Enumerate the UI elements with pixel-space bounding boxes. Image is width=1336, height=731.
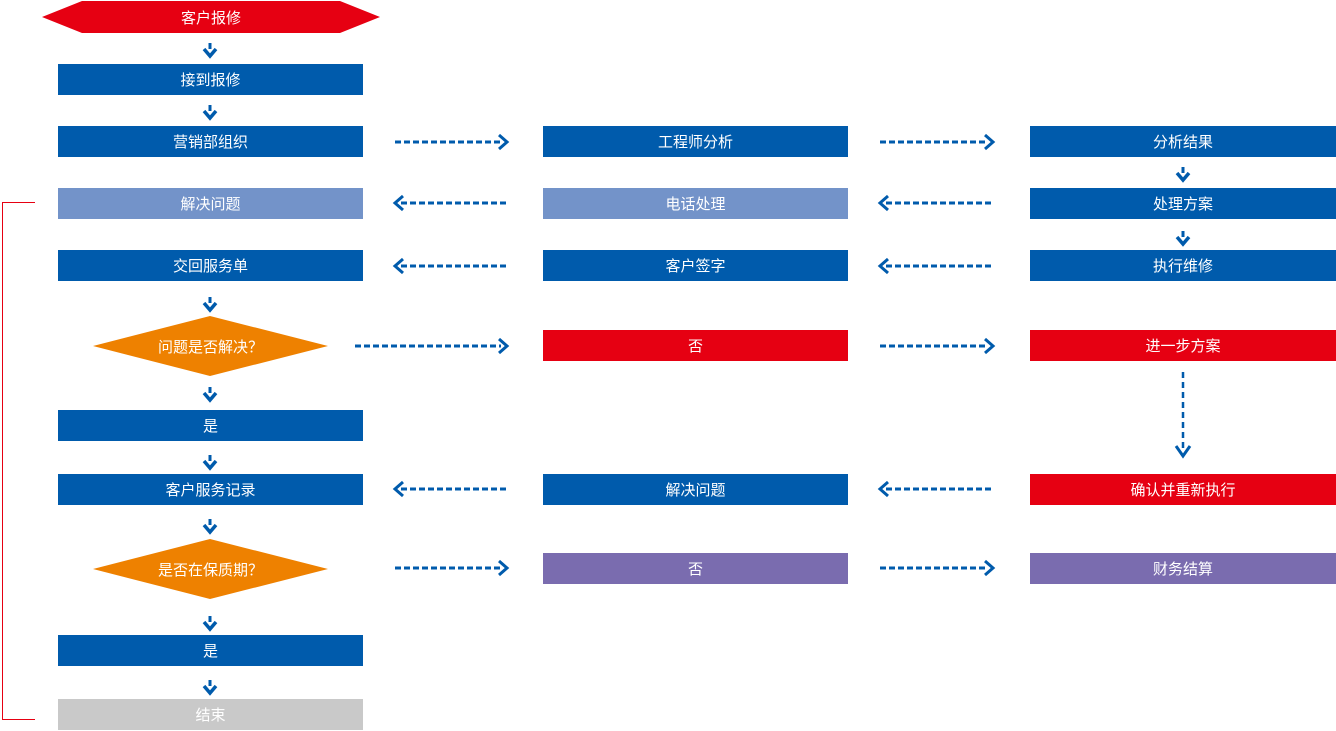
down-arrow-icon xyxy=(202,517,218,534)
marketing-box: 营销部组织 xyxy=(58,126,363,157)
end-box: 结束 xyxy=(58,699,363,730)
dashed-right-arrow-icon xyxy=(355,337,510,355)
resolve-box: 解决问题 xyxy=(58,188,363,219)
dashed-left-arrow-icon xyxy=(877,194,993,212)
execute-repair-box: 执行维修 xyxy=(1030,250,1336,281)
dashed-right-arrow-icon xyxy=(880,337,996,355)
phone-handling-box: 电话处理 xyxy=(543,188,848,219)
down-arrow-icon xyxy=(202,295,218,312)
plan-box: 处理方案 xyxy=(1030,188,1336,219)
receive-box: 接到报修 xyxy=(58,64,363,95)
further-plan-box: 进一步方案 xyxy=(1030,330,1336,361)
down-arrow-icon xyxy=(1175,229,1191,246)
dashed-right-arrow-icon xyxy=(395,133,510,151)
decision-warranty-label: 是否在保质期？ xyxy=(157,560,263,579)
down-arrow-icon xyxy=(202,614,218,631)
yes-box-1: 是 xyxy=(58,410,363,441)
no-box-1: 否 xyxy=(543,330,848,361)
engineer-analysis-box: 工程师分析 xyxy=(543,126,848,157)
down-arrow-icon xyxy=(202,385,218,402)
start-label: 客户报修 xyxy=(180,8,241,27)
middle-resolve-box: 解决问题 xyxy=(543,474,848,505)
down-arrow-icon xyxy=(202,103,218,120)
down-arrow-icon xyxy=(202,41,218,58)
down-arrow-icon xyxy=(202,453,218,470)
decision-warranty-diamond xyxy=(93,539,328,599)
dashed-down-arrow-icon xyxy=(1174,372,1192,459)
dashed-left-arrow-icon xyxy=(877,257,993,275)
financial-settlement-box: 财务结算 xyxy=(1030,553,1336,584)
dashed-left-arrow-icon xyxy=(392,194,507,212)
down-arrow-icon xyxy=(1175,165,1191,182)
dashed-right-arrow-icon xyxy=(880,133,996,151)
no-box-2: 否 xyxy=(543,553,848,584)
dashed-right-arrow-icon xyxy=(395,559,510,577)
dashed-right-arrow-icon xyxy=(880,559,996,577)
decision-resolved-diamond xyxy=(93,316,328,376)
dashed-left-arrow-icon xyxy=(877,480,993,498)
analysis-result-box: 分析结果 xyxy=(1030,126,1336,157)
return-order-box: 交回服务单 xyxy=(58,250,363,281)
dashed-left-arrow-icon xyxy=(392,257,507,275)
customer-sign-box: 客户签字 xyxy=(543,250,848,281)
start-hexagon xyxy=(42,1,380,33)
service-record-box: 客户服务记录 xyxy=(58,474,363,505)
loop-bracket xyxy=(2,202,35,720)
decision-resolved-label: 问题是否解决？ xyxy=(157,337,263,356)
confirm-reexecute-box: 确认并重新执行 xyxy=(1030,474,1336,505)
dashed-left-arrow-icon xyxy=(392,480,507,498)
down-arrow-icon xyxy=(202,678,218,695)
yes-box-2: 是 xyxy=(58,635,363,666)
